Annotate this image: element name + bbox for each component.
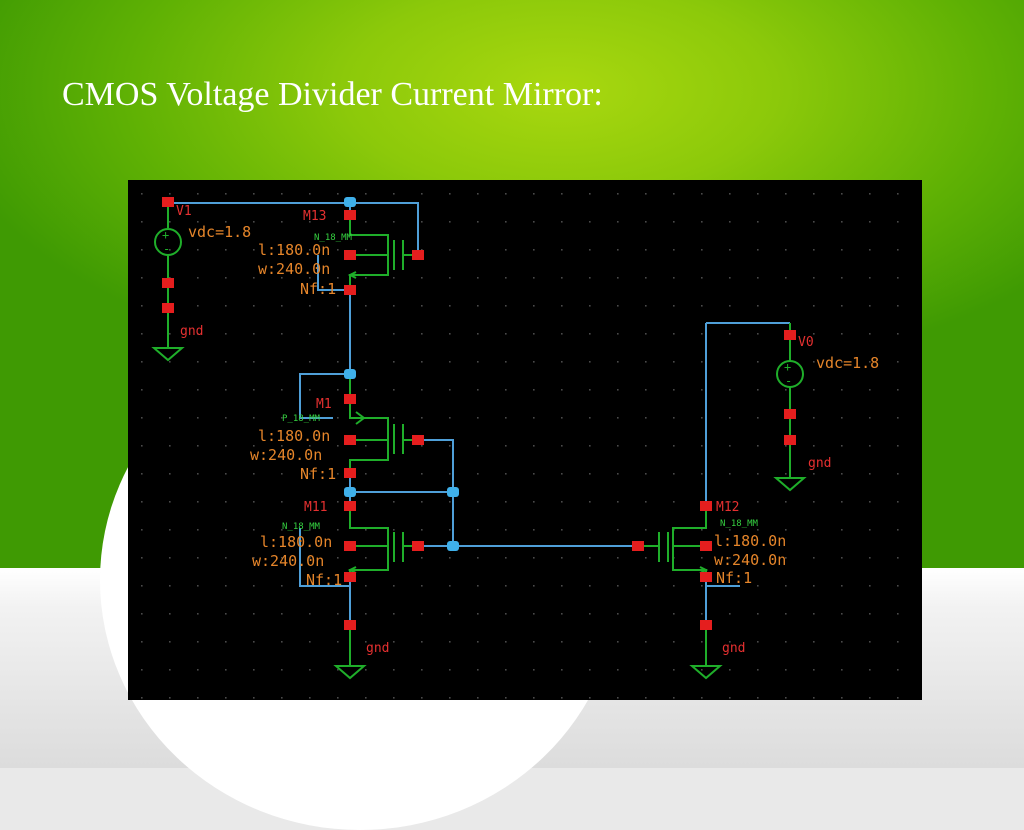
m12-width: w:240.0n [714,551,786,569]
schematic-canvas: + - V1 vdc=1.8 gnd + - V0 vdc=1.8 gnd M1… [128,180,922,700]
junction-dots [344,197,459,551]
v1-name: V1 [176,204,192,219]
m12-fingers: Nf:1 [716,569,752,587]
m12-length: l:180.0n [714,532,786,550]
m1-fingers: Nf:1 [300,465,336,483]
v0-ground-label: gnd [808,456,831,471]
m1-width: w:240.0n [250,446,322,464]
transistor-m11: M11 N_18_MM l:180.0n w:240.0n Nf:1 [252,500,418,589]
m11-fingers: Nf:1 [306,571,342,589]
ground-left-label: gnd [366,641,389,656]
m1-length: l:180.0n [258,427,330,445]
transistor-m1: M1 P_18_MM l:180.0n w:240.0n Nf:1 [250,374,418,483]
wire-top-rail [168,202,419,255]
v0-param: vdc=1.8 [816,354,879,372]
m1-model: P_18_MM [282,414,321,424]
wire-m1-gate [418,439,454,492]
m12-name: M12 [716,500,739,515]
grid-dots [128,180,922,700]
m12-model: N_18_MM [720,519,759,529]
transistor-m13: M13 N_18_MM l:180.0n w:240.0n Nf:1 [258,209,418,298]
m11-model: N_18_MM [282,522,321,532]
m11-width: w:240.0n [252,552,324,570]
ground-right: gnd [689,625,745,680]
circuit-schematic: + - V1 vdc=1.8 gnd + - V0 vdc=1.8 gnd M1… [128,180,922,700]
v1-ground-label: gnd [180,324,203,339]
m11-length: l:180.0n [260,533,332,551]
v0-name: V0 [798,335,814,350]
ground-icon [333,665,367,680]
m1-name: M1 [316,397,332,412]
m13-name: M13 [303,209,326,224]
v1-param: vdc=1.8 [188,223,251,241]
slide-title: CMOS Voltage Divider Current Mirror: [62,76,603,113]
source-v1: + - V1 vdc=1.8 gnd [151,203,251,362]
source-v0: + - V0 vdc=1.8 gnd [773,323,879,492]
svg-text:-: - [163,242,170,256]
svg-text:+: + [162,228,169,242]
m13-model: N_18_MM [314,233,353,243]
m11-name: M11 [304,500,327,515]
wire-m1-body [299,373,350,419]
wires [168,202,790,625]
ground-right-label: gnd [722,641,745,656]
svg-text:+: + [784,360,791,374]
terminal-pins [162,197,796,630]
ground-icon [773,477,807,492]
svg-text:-: - [785,374,792,388]
m13-length: l:180.0n [258,241,330,259]
m13-fingers: Nf:1 [300,280,336,298]
wire-m11-body [299,528,350,587]
ground-left: gnd [333,625,389,680]
transistor-m12: M12 N_18_MM l:180.0n w:240.0n Nf:1 [638,500,786,587]
m13-width: w:240.0n [258,260,330,278]
ground-icon [689,665,723,680]
wire-m13-body [317,255,350,291]
